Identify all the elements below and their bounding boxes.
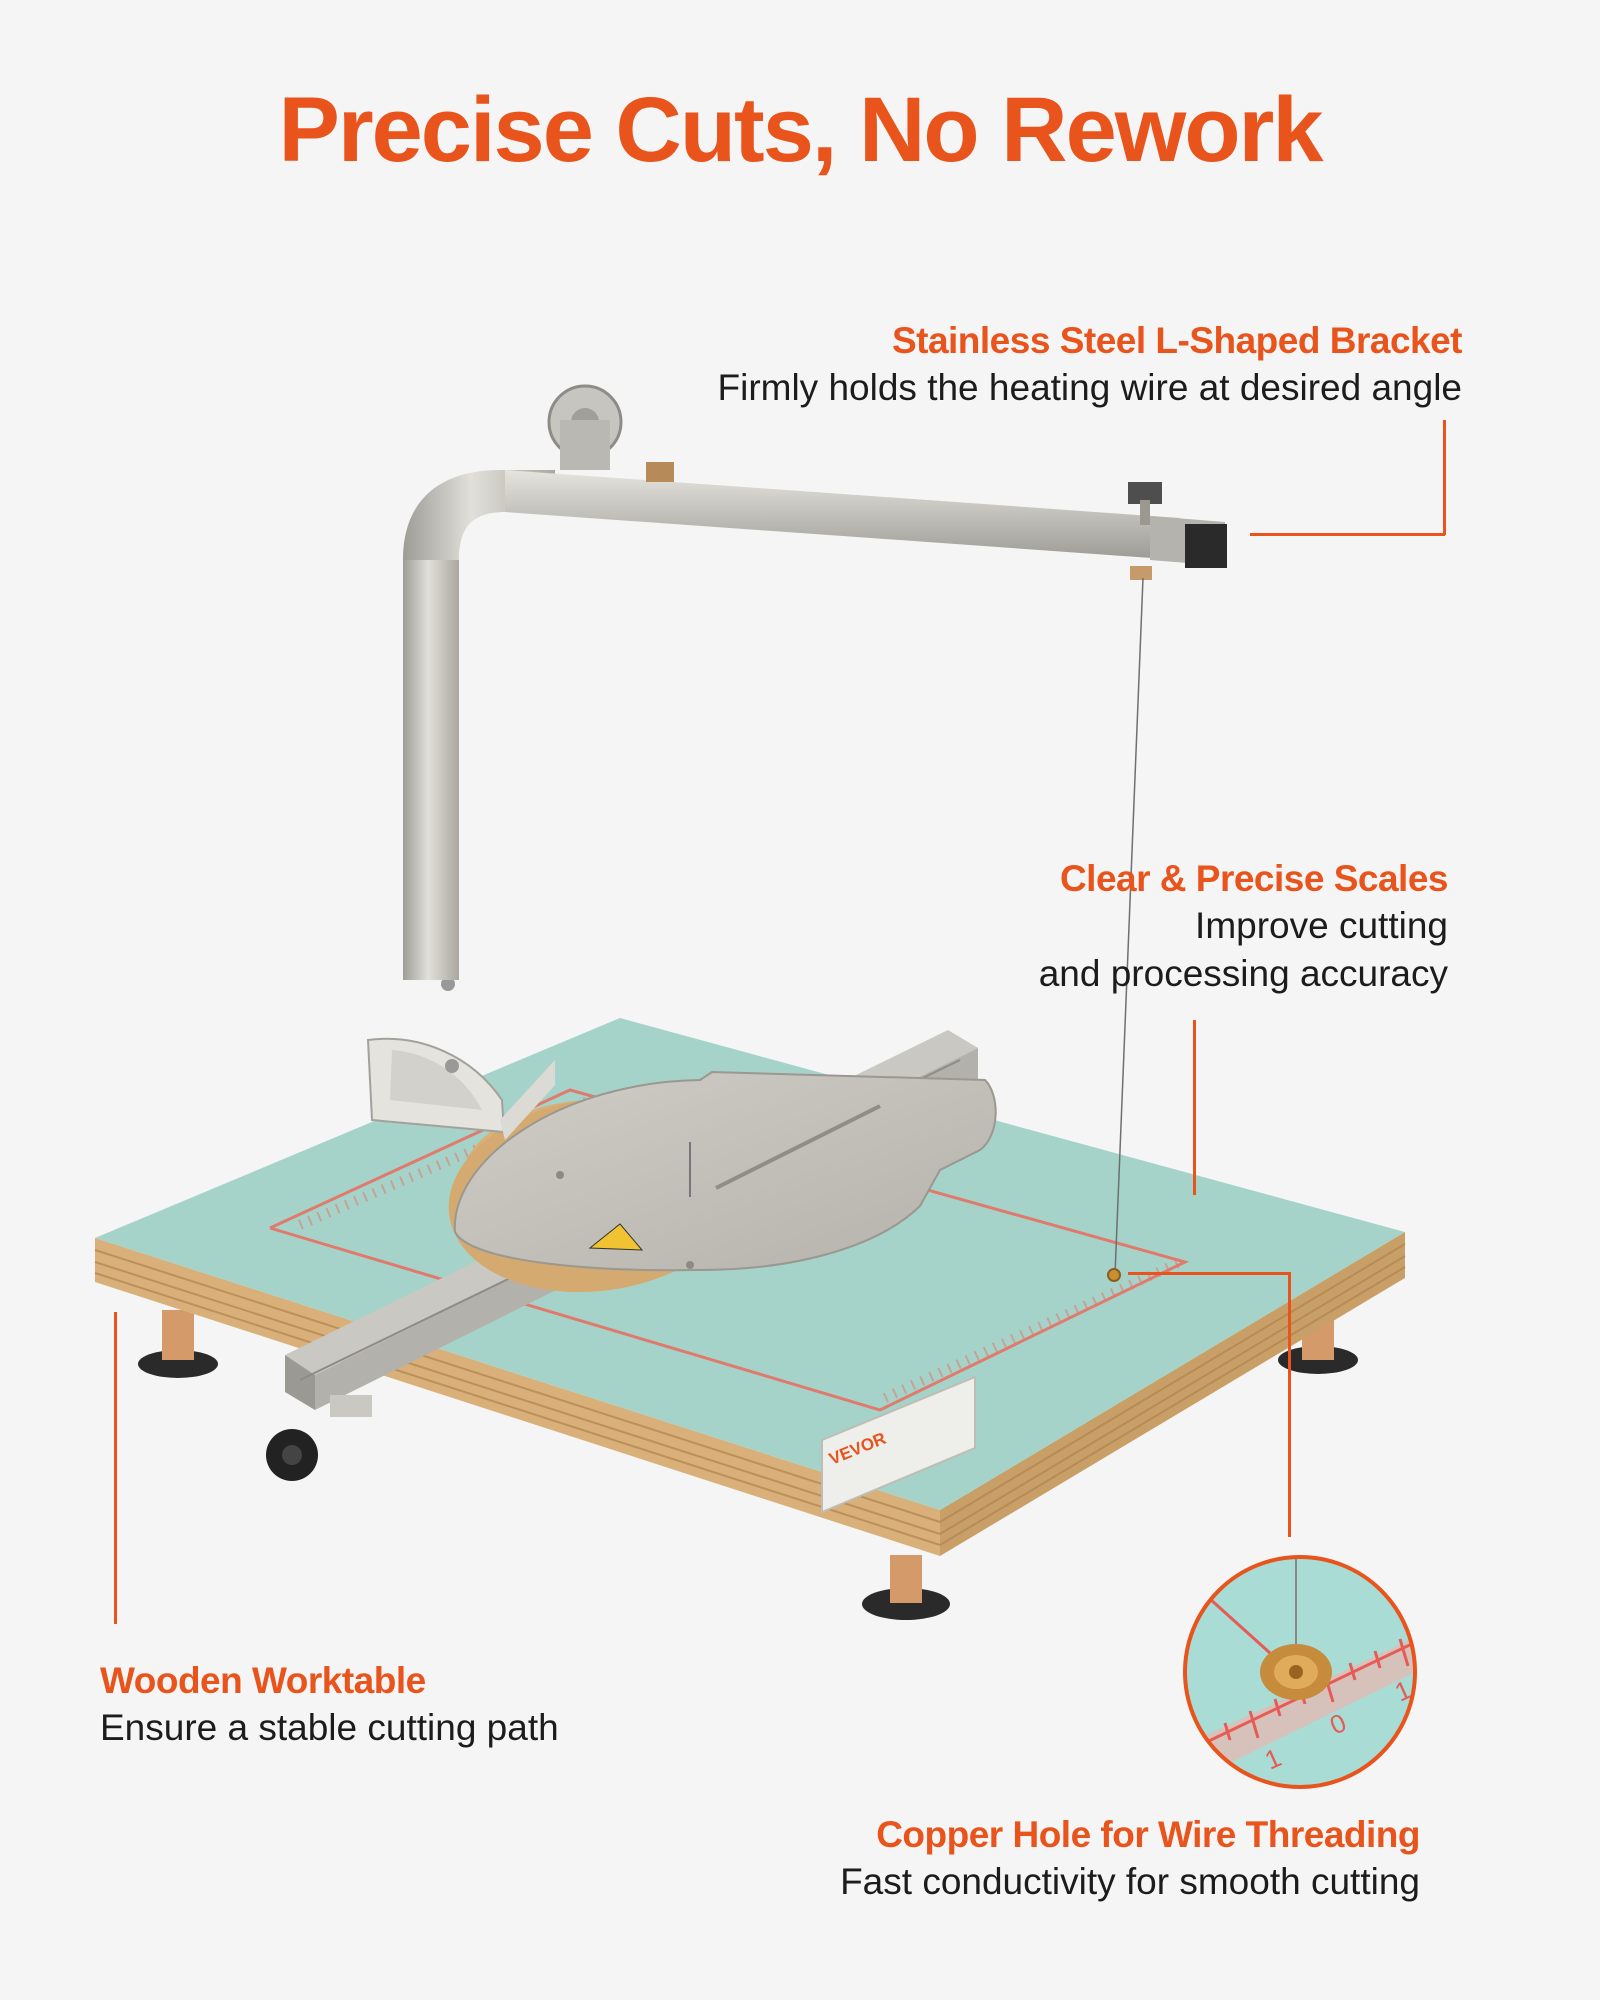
callout-description: Fast conductivity for smooth cutting xyxy=(840,1861,1420,1902)
rail-lock-knob xyxy=(266,1395,372,1481)
angle-protractor xyxy=(366,977,555,1140)
callout-description-line-2: and processing accuracy xyxy=(1038,953,1448,994)
callout-title: Wooden Worktable xyxy=(100,1660,426,1701)
callout-copper-hole: Copper Hole for Wire Threading Fast cond… xyxy=(520,1812,1420,1906)
worktable-leader xyxy=(114,1312,117,1624)
copper-hole xyxy=(1107,1268,1121,1282)
leveling-feet xyxy=(138,1310,1358,1620)
callout-title: Copper Hole for Wire Threading xyxy=(876,1814,1420,1855)
callout-description-line-1: Improve cutting xyxy=(1195,905,1448,946)
bracket-leader-horizontal xyxy=(1250,533,1445,536)
scale-markings xyxy=(269,1088,1190,1412)
page-headline: Precise Cuts, No Rework xyxy=(278,79,1323,181)
callout-description: Firmly holds the heating wire at desired… xyxy=(717,367,1463,408)
rotary-angle-plate xyxy=(448,1070,997,1293)
callout-title: Stainless Steel L-Shaped Bracket xyxy=(891,320,1463,361)
tension-knob xyxy=(1128,482,1162,525)
copper-leader-vertical xyxy=(1288,1272,1291,1537)
callout-stainless-bracket: Stainless Steel L-Shaped Bracket Firmly … xyxy=(562,318,1463,412)
copper-hole-zoom-inset: 1 0 1 xyxy=(1183,1555,1417,1789)
callout-wooden-worktable: Wooden Worktable Ensure a stable cutting… xyxy=(100,1658,800,1752)
heating-wire xyxy=(1114,577,1144,1276)
product-label: VEVOR xyxy=(821,1375,976,1514)
callout-precise-scales: Clear & Precise Scales Improve cutting a… xyxy=(748,856,1449,998)
scales-leader xyxy=(1193,1020,1196,1195)
copper-leader-horizontal xyxy=(1128,1272,1290,1275)
l-shaped-bracket xyxy=(403,384,1227,980)
callout-title: Clear & Precise Scales xyxy=(1059,858,1449,899)
callout-description: Ensure a stable cutting path xyxy=(100,1707,559,1748)
bracket-leader-vertical xyxy=(1443,420,1446,535)
